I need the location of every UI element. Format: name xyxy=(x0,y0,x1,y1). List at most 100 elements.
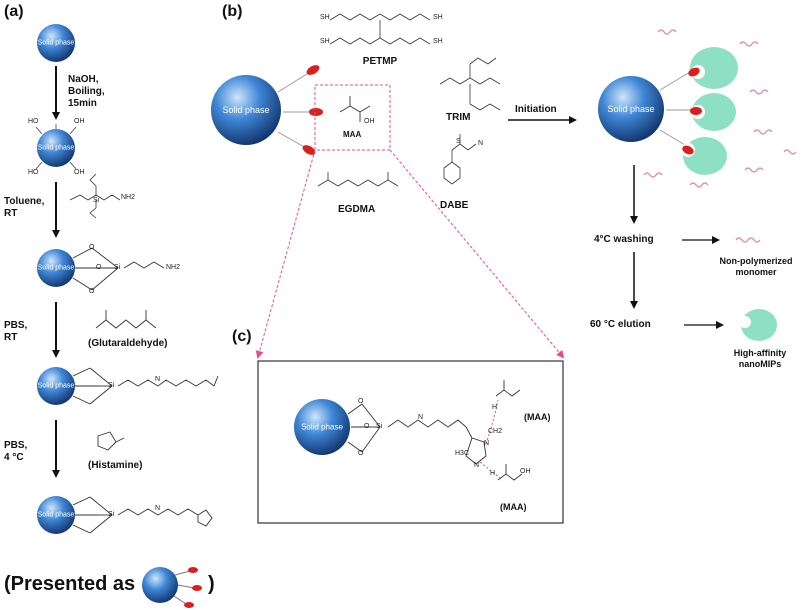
nanomip-cavity xyxy=(739,316,751,328)
si-label: Si xyxy=(93,197,100,204)
solid-phase-sphere-a3 xyxy=(37,249,75,287)
nh2-label: NH2 xyxy=(166,264,181,271)
nh2-label: NH2 xyxy=(121,194,136,201)
step4-line2: 4 °C xyxy=(4,452,24,463)
solid-phase-sphere-a5 xyxy=(37,496,75,534)
hydroxyl-label: OH xyxy=(364,118,375,125)
receptor-red xyxy=(302,145,316,155)
silane-linker-a3 xyxy=(72,247,165,291)
linker-chain-a4 xyxy=(72,367,219,405)
non-polymerized-line2: monomer xyxy=(735,267,777,277)
step2-line2: RT xyxy=(4,208,18,219)
receptor-red xyxy=(682,145,694,155)
oxygen-label: O xyxy=(96,264,102,271)
sphere-label: Solid phase xyxy=(301,422,343,432)
panel-b-label: (b) xyxy=(222,3,243,20)
dabe-structure xyxy=(443,134,477,185)
petmp-label: PETMP xyxy=(362,56,398,67)
solid-phase-sphere-c xyxy=(294,399,350,455)
panel-c-frame xyxy=(257,360,564,524)
nanomip-icon xyxy=(741,309,777,341)
si-label: Si xyxy=(108,511,115,518)
sphere-label: Solid phase xyxy=(222,105,270,115)
washing-label: 4°C washing xyxy=(594,234,654,245)
high-affinity-line1: High-affinity xyxy=(733,348,787,358)
nitrogen-label: N xyxy=(484,440,490,447)
thiol-label: SH xyxy=(433,38,443,45)
thiol-label: SH xyxy=(320,38,330,45)
h3c-label: H3C xyxy=(455,450,470,457)
hydrogen-label: H xyxy=(492,404,498,411)
egdma-structure xyxy=(317,172,399,187)
hydroxyl-label: OH xyxy=(74,169,85,176)
oxygen-label: O xyxy=(89,244,95,251)
step1-line3: 15min xyxy=(68,98,97,109)
sphere-label: Solid phase xyxy=(37,39,75,47)
step3-line2: RT xyxy=(4,332,18,343)
aptes-structure xyxy=(69,173,121,219)
maa-label: MAA xyxy=(343,130,362,139)
step4-line1: PBS, xyxy=(4,440,28,451)
sphere-label: Solid phase xyxy=(607,104,655,114)
high-affinity-line2: nanoMIPs xyxy=(738,359,782,369)
sphere-label: Solid phase xyxy=(37,264,75,272)
presented-receptors xyxy=(173,570,195,605)
step1-line1: NaOH, xyxy=(68,74,99,85)
hydroxyl-label: OH xyxy=(74,118,85,125)
receptor-red xyxy=(192,585,202,591)
zoom-line-right xyxy=(389,149,565,359)
receptor-red xyxy=(309,108,323,116)
panel-a-label: (a) xyxy=(4,3,24,20)
nitrogen-label: N xyxy=(155,505,161,512)
free-monomer-squiggles xyxy=(643,29,797,188)
maa-label-c1: (MAA) xyxy=(524,412,551,422)
step2-line1: Toluene, xyxy=(4,196,45,207)
hydroxyl-bonds xyxy=(35,124,77,170)
panel-c-label: (c) xyxy=(232,328,252,345)
zoom-line-left xyxy=(255,149,316,359)
ch2-label: CH2 xyxy=(488,428,503,435)
egdma-label: EGDMA xyxy=(338,204,376,215)
hydroxyl-label: HO xyxy=(28,118,39,125)
receptor-red xyxy=(690,107,702,115)
hydroxyl-label: OH xyxy=(520,468,531,475)
nitrogen-label: N xyxy=(155,376,161,383)
thiol-label: SH xyxy=(320,14,330,21)
oxygen-label: O xyxy=(364,423,370,430)
linker-chain-a5 xyxy=(72,496,213,534)
maa-highlight-box xyxy=(314,84,391,151)
presented-sphere xyxy=(142,567,178,603)
presented-as-label: (Presented as xyxy=(4,573,136,595)
non-polymerized-line1: Non-polymerized xyxy=(719,256,793,266)
solid-phase-sphere-a4 xyxy=(37,367,75,405)
dabe-label: DABE xyxy=(440,200,469,211)
petmp-structure xyxy=(329,13,431,45)
glutaraldehyde-structure xyxy=(95,310,157,329)
sphere-label: Solid phase xyxy=(37,144,75,152)
si-label: Si xyxy=(114,264,121,271)
nitrogen-label: N xyxy=(418,414,424,421)
solid-phase-sphere-product xyxy=(598,76,664,142)
nitrogen-label: N xyxy=(474,462,480,469)
glutaraldehyde-label: (Glutaraldehyde) xyxy=(88,338,168,349)
mip-links xyxy=(659,71,694,149)
trim-structure xyxy=(439,57,501,111)
maa-structure xyxy=(339,96,371,122)
si-label: Si xyxy=(376,423,383,430)
hydrogen-bonds xyxy=(479,399,501,479)
sphere-label: Solid phase xyxy=(37,382,75,390)
maa-label-c2: (MAA) xyxy=(500,502,527,512)
oxygen-label: O xyxy=(358,450,364,457)
thiol-label: SH xyxy=(433,14,443,21)
step3-line1: PBS, xyxy=(4,320,28,331)
oxygen-label: O xyxy=(358,398,364,405)
si-label: Si xyxy=(108,382,115,389)
hydrogen-label: H xyxy=(490,470,496,477)
linker-chain-c xyxy=(347,380,523,481)
initiation-label: Initiation xyxy=(515,104,557,115)
trim-label: TRIM xyxy=(446,112,471,123)
histamine-label: (Histamine) xyxy=(88,460,143,471)
hydroxyl-label: HO xyxy=(28,169,39,176)
elution-label: 60 °C elution xyxy=(590,319,651,330)
